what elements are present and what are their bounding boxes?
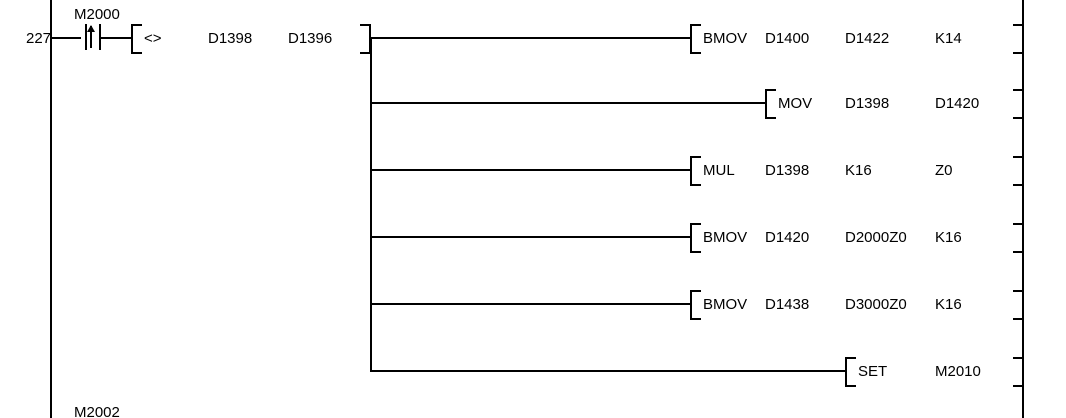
next-rung-device-label: M2002 — [74, 404, 120, 418]
branch-wire-6 — [370, 370, 847, 372]
instruction-name-5[interactable]: BMOV — [703, 296, 748, 313]
instruction-5-operand-2[interactable]: D3000Z0 — [845, 296, 907, 313]
compare-operator[interactable]: <> — [144, 30, 162, 47]
branch-trunk-line — [370, 37, 372, 370]
instruction-open-bracket-6 — [845, 357, 856, 387]
instruction-close-bracket-1 — [1013, 24, 1024, 54]
instruction-open-bracket-4 — [690, 223, 701, 253]
branch-wire-1 — [370, 37, 692, 39]
instruction-5-operand-1[interactable]: D1438 — [765, 296, 810, 313]
branch-wire-5 — [370, 303, 692, 305]
contact-up-arrow-head — [87, 25, 95, 32]
instruction-open-bracket-5 — [690, 290, 701, 320]
instruction-open-bracket-1 — [690, 24, 701, 54]
instruction-3-operand-2[interactable]: K16 — [845, 162, 872, 179]
instruction-1-operand-3[interactable]: K14 — [935, 30, 962, 47]
instruction-5-operand-3[interactable]: K16 — [935, 296, 962, 313]
instruction-6-operand-1[interactable]: M2010 — [935, 363, 981, 380]
left-power-rail — [50, 0, 52, 418]
instruction-close-bracket-4 — [1013, 223, 1024, 253]
instruction-open-bracket-2 — [765, 89, 776, 119]
instruction-close-bracket-6 — [1013, 357, 1024, 387]
instruction-4-operand-1[interactable]: D1420 — [765, 229, 810, 246]
instruction-1-operand-1[interactable]: D1400 — [765, 30, 810, 47]
step-number: 227 — [26, 30, 52, 47]
compare-operand-1[interactable]: D1398 — [208, 30, 253, 47]
instruction-name-1[interactable]: BMOV — [703, 30, 748, 47]
compare-operand-2[interactable]: D1396 — [288, 30, 333, 47]
contact-up-arrow-stem — [90, 26, 92, 48]
compare-open-bracket — [131, 24, 142, 54]
instruction-2-operand-1[interactable]: D1398 — [845, 95, 890, 112]
wire-contact-to-compare — [100, 37, 132, 39]
instruction-2-operand-2[interactable]: D1420 — [935, 95, 980, 112]
contact-device-label: M2000 — [74, 6, 120, 23]
branch-wire-3 — [370, 169, 692, 171]
wire-rail-to-contact — [50, 37, 81, 39]
instruction-name-4[interactable]: BMOV — [703, 229, 748, 246]
branch-wire-4 — [370, 236, 692, 238]
instruction-1-operand-2[interactable]: D1422 — [845, 30, 890, 47]
contact-left-bar — [85, 24, 87, 50]
instruction-name-3[interactable]: MUL — [703, 162, 735, 179]
instruction-4-operand-3[interactable]: K16 — [935, 229, 962, 246]
instruction-name-2[interactable]: MOV — [778, 95, 813, 112]
instruction-close-bracket-3 — [1013, 156, 1024, 186]
instruction-open-bracket-3 — [690, 156, 701, 186]
right-power-rail — [1022, 0, 1024, 418]
instruction-close-bracket-2 — [1013, 89, 1024, 119]
instruction-3-operand-3[interactable]: Z0 — [935, 162, 953, 179]
branch-wire-2 — [370, 102, 767, 104]
instruction-close-bracket-5 — [1013, 290, 1024, 320]
instruction-4-operand-2[interactable]: D2000Z0 — [845, 229, 907, 246]
instruction-3-operand-1[interactable]: D1398 — [765, 162, 810, 179]
instruction-name-6[interactable]: SET — [858, 363, 888, 380]
